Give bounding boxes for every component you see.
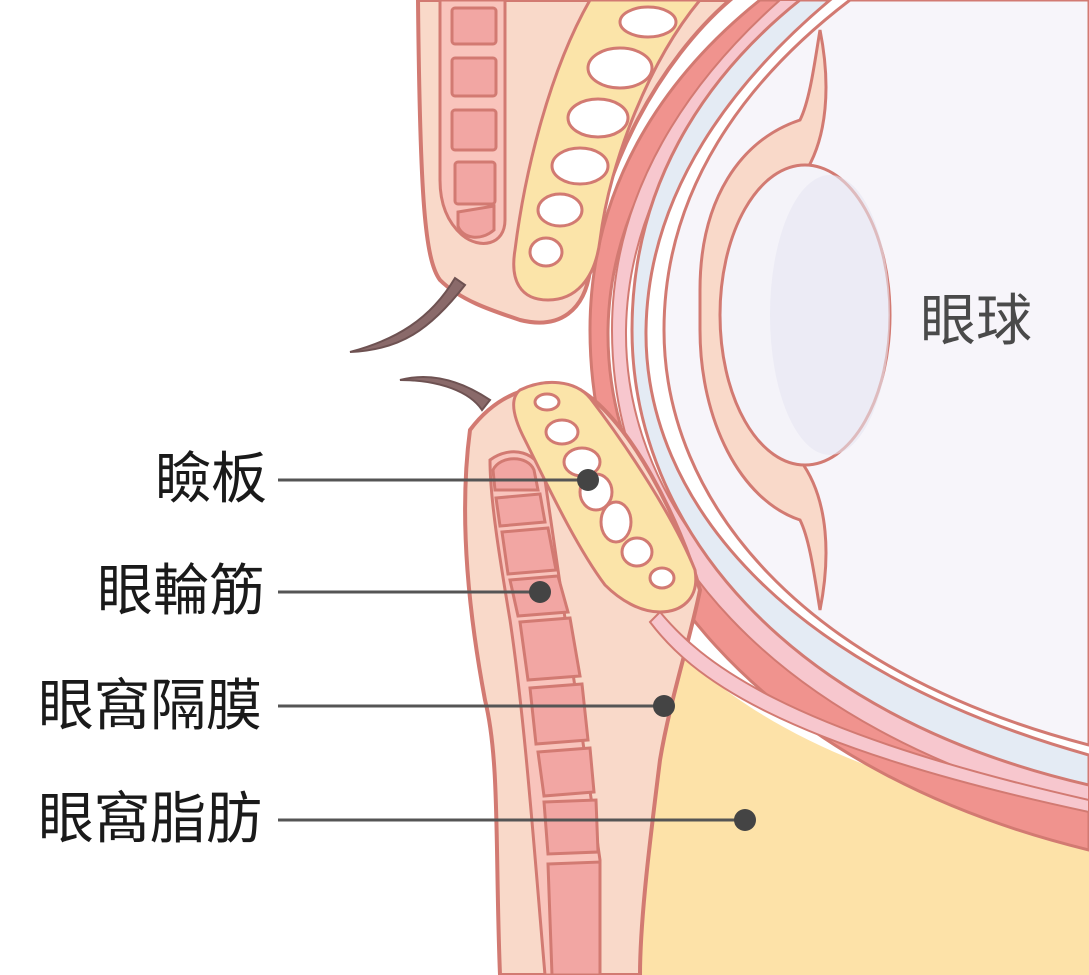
callout-septum-label: 眼窩隔膜 [38,674,262,739]
callout-orbicularis-label: 眼輪筋 [97,559,265,624]
lower-conjunctiva-band [648,610,1089,814]
eyeball-conjunctiva-layer [610,0,1089,812]
lower-eyelash [399,376,492,412]
callout-septum: 眼窩隔膜 [38,674,675,739]
callout-septum-dot [653,695,675,717]
orbital-fat [630,600,1089,975]
callout-tarsus-label: 瞼板 [155,447,267,512]
lens-shading [770,175,890,455]
callout-tarsus: 瞼板 [155,447,599,512]
callout-orbicularis: 眼輪筋 [97,559,551,624]
callout-tarsus-dot [577,469,599,491]
upper-eyelash [349,276,467,353]
upper-muscle-segments [450,6,498,239]
lower-muscle-segments [491,457,602,975]
eyeball-label: 眼球 [920,289,1032,354]
callout-orbicularis-dot [529,581,551,603]
callout-fat: 眼窩脂肪 [38,787,756,852]
callout-fat-dot [734,809,756,831]
upper-meibomian-glands [528,5,678,268]
lower-meibomian-glands [533,392,676,590]
eyeball-sclera [630,0,1089,787]
callout-fat-label: 眼窩脂肪 [38,787,262,852]
